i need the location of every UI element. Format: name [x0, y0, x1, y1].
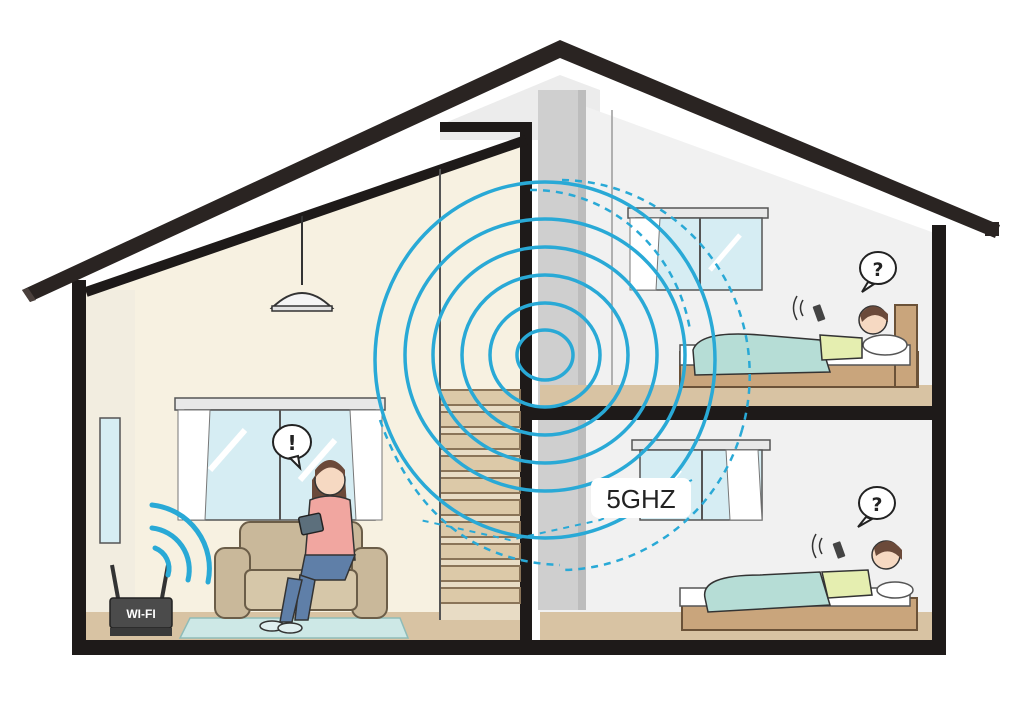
ground-line	[72, 640, 946, 655]
wifi-router-icon: WI-FI	[109, 564, 173, 636]
ceiling-lamp-icon	[269, 205, 335, 312]
side-window	[99, 417, 121, 544]
router-label: WI-FI	[126, 607, 155, 621]
central-wall	[520, 125, 532, 655]
staircase	[439, 150, 521, 620]
downstairs-speech-bubble: ?	[857, 486, 896, 528]
right-outer-wall	[932, 225, 946, 655]
middle-floor-slab	[530, 406, 942, 420]
bubble-exclamation: !	[287, 431, 296, 455]
upstairs-floor	[540, 385, 940, 408]
bubble-question-downstairs: ?	[871, 494, 882, 516]
bubble-question-upstairs: ?	[872, 259, 883, 281]
signal-wave-icon	[149, 502, 212, 585]
living-room-window	[174, 397, 386, 521]
signal-band-label: 5GHZ	[606, 484, 675, 514]
woman-with-tablet	[259, 460, 357, 634]
living-room-speech-bubble: !	[272, 424, 312, 471]
upstairs-speech-bubble: ?	[859, 251, 897, 293]
tablet-icon	[297, 512, 325, 536]
frequency-label: 5GHZ	[591, 478, 691, 518]
left-outer-wall	[72, 280, 86, 655]
